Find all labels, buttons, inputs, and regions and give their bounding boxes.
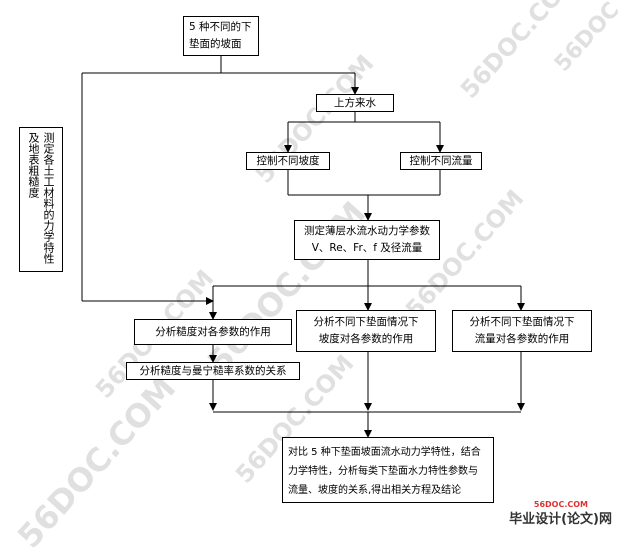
connectors [81, 56, 525, 438]
node-flow-effect: 分析不同下垫面情况下 流量对各参数的作用 [452, 310, 592, 352]
brand-url: 56DOC.COM [533, 500, 588, 509]
node-water: 上方来水 [316, 94, 394, 112]
node-start: 5 种不同的下 垫面的坡面 [183, 16, 259, 56]
brand-logo: 毕业设计(论文)网 [509, 512, 612, 527]
node-side-note: 测定各土工材料的力学特性及地表粗糙度 [19, 127, 63, 272]
node-slope-effect: 分析不同下垫面情况下 坡度对各参数的作用 [296, 310, 436, 352]
node-manning: 分析糙度与曼宁糙率系数的关系 [126, 362, 300, 380]
node-roughness: 分析糙度对各参数的作用 [134, 319, 292, 345]
node-conclusion: 对比 5 种下垫面坡面流水动力学特性，结合 力学特性，分析每类下垫面水力特性参数… [282, 437, 494, 503]
node-flow-control: 控制不同流量 [400, 152, 482, 170]
node-measure: 测定薄层水流水动力学参数 V、Re、Fr、f 及径流量 [294, 220, 440, 260]
node-slope-control: 控制不同坡度 [246, 152, 330, 170]
